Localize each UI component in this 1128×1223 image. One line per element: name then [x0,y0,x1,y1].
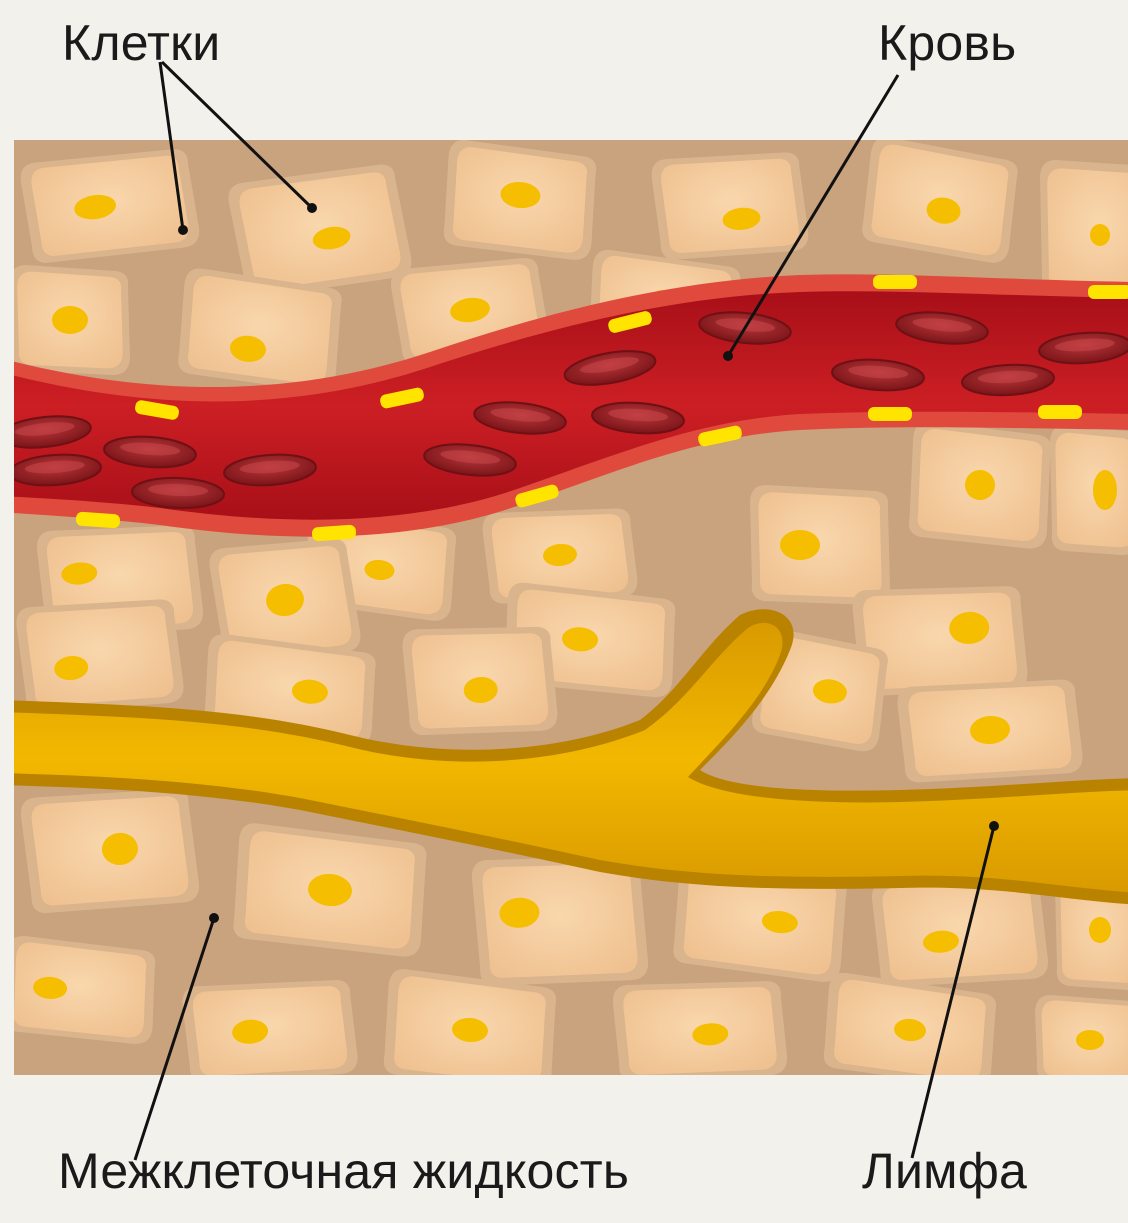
cell-cytoplasm [25,600,175,711]
cell [440,139,599,262]
cell-nucleus [1090,224,1110,246]
cell [2,935,159,1045]
cell [381,968,560,1092]
capillary-pore [873,275,917,289]
cell-nucleus [1093,470,1117,510]
capillary-pore [1088,285,1128,299]
cell-cytoplasm [660,152,801,258]
capillary-pore [1038,405,1082,419]
cell [230,822,430,958]
cell-nucleus [1076,1030,1104,1050]
capillary-pore [868,407,912,421]
cell-nucleus [780,530,820,560]
tissue-area [0,135,1128,1092]
cell-cytoplasm [11,942,149,1039]
lymph-dot [989,821,999,831]
cell [650,145,810,265]
cell-cytoplasm [1047,168,1128,291]
label-lymph: Лимфа [862,1146,1027,1196]
cell-nucleus [52,306,88,334]
cell [19,781,201,918]
cell-cytoplasm [1055,433,1128,547]
label-cells: Клетки [62,18,220,68]
label-interstitial-fluid: Межклеточная жидкость [58,1146,629,1196]
cell [1035,995,1128,1085]
fluid-dot [209,913,219,923]
cells-dot-1 [178,225,188,235]
cell [401,620,558,740]
cell [612,974,789,1086]
cell [1050,425,1128,555]
label-blood: Кровь [878,18,1016,68]
cell [750,485,890,605]
cell-nucleus [1089,917,1111,943]
cell [896,672,1084,787]
blood-dot [723,351,733,361]
cell [906,420,1054,549]
cell [15,592,186,718]
cell [1040,160,1128,300]
cells-dot-2 [307,203,317,213]
cell [10,265,130,375]
cell-cytoplasm [192,980,349,1081]
cell [181,973,359,1087]
